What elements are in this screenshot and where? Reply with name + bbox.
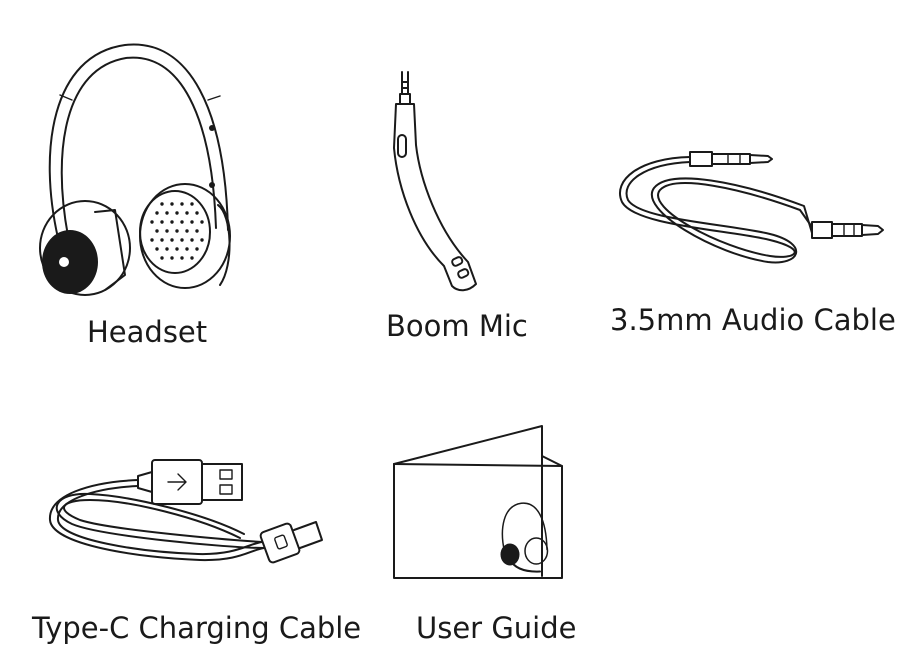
headset-icon xyxy=(39,43,231,296)
label-charging-cable: Type-C Charging Cable xyxy=(32,611,362,645)
label-boom-mic: Boom Mic xyxy=(386,309,528,343)
label-user-guide: User Guide xyxy=(416,611,577,645)
package-item-boom-mic: Boom Mic xyxy=(350,0,570,360)
mini-headset-icon xyxy=(500,502,549,573)
package-item-charging-cable: Type-C Charging Cable xyxy=(0,430,380,668)
package-item-user-guide: User Guide xyxy=(380,410,600,668)
label-audio-cable: 3.5mm Audio Cable xyxy=(610,303,896,337)
package-item-headset: Headset xyxy=(0,0,300,360)
boom-mic-icon xyxy=(393,71,477,292)
audio-cable-icon xyxy=(619,151,884,264)
usb-type-c-cable-icon xyxy=(48,459,323,564)
user-guide-booklet-icon xyxy=(393,425,563,579)
package-item-audio-cable: 3.5mm Audio Cable xyxy=(600,130,909,360)
label-headset: Headset xyxy=(87,315,208,349)
